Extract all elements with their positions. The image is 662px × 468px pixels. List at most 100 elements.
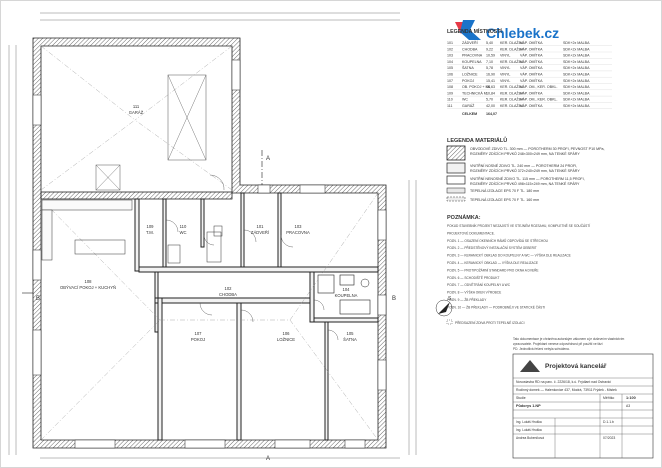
- room-legend-cell-no: 111: [447, 104, 452, 108]
- name-3: Andrea Bubeníková: [516, 436, 544, 440]
- room-label-study-no: 103: [295, 224, 303, 229]
- windows: [32, 59, 387, 449]
- room-legend-cell-area: 5,78: [486, 66, 493, 70]
- room-legend-cell-name: CHODBA: [462, 47, 478, 51]
- bathroom-toilet: [360, 278, 370, 288]
- note-line: POZN. 6 — SCHODIŠTĚ PRODUKT: [447, 275, 499, 280]
- room-label-wc-no: 110: [180, 224, 187, 229]
- room-label-loznice-no: 106: [283, 331, 291, 336]
- room-legend-cell-floor: VINYL: [500, 73, 510, 77]
- note-line: POZN. 4 — KERAMICKÝ OBKLAD — VÝŠKA DLE R…: [447, 260, 538, 265]
- room-legend-cell-wall: VÁP. OMÍTKA: [520, 60, 543, 64]
- bathroom-tub: [339, 299, 371, 315]
- material-3-line1: VNITŘNÍ NENOSNÉ ZDIVO TL. 115 mm — POROT…: [470, 176, 585, 181]
- room-legend-cell-floor: KER. DLAŽBA: [500, 46, 524, 51]
- room-legend-cell-wall: VÁP. OMÍTKA: [520, 47, 543, 51]
- room-legend-cell-floor: VINYL: [500, 54, 510, 58]
- disclaimer-line-3: PD. Jednotlivá řešení nebyla schválena.: [513, 347, 570, 351]
- room-label-satna: ŠATNA: [343, 337, 357, 342]
- wall-living-right: [157, 297, 163, 441]
- floor-plan: 111 GARÁŽ 108 OBÝVACÍ POKOJ + KUCHYŇ 109…: [8, 12, 417, 462]
- room-legend-cell-no: 106: [447, 73, 453, 77]
- date-value: 07/2023: [603, 436, 615, 440]
- disclaimer: Tato dokumentace je chráněna autorským z…: [513, 337, 625, 351]
- material-swatch-2: [446, 162, 466, 174]
- room-label-study: PRACOVNA: [286, 230, 310, 235]
- note-line: POKUD STAVEBNÍK PROJEKT NEZAJISTÍ VE STE…: [447, 223, 590, 228]
- notes: POZNÁMKA: POKUD STAVEBNÍK PROJEKT NEZAJI…: [446, 214, 590, 325]
- garage-hatch: [95, 164, 121, 191]
- room-label-garage-no: 111: [133, 104, 140, 109]
- room-legend-cell-no: 101: [447, 41, 453, 45]
- scale-value: 1:100: [626, 396, 636, 400]
- room-label-corridor: CHODBA: [219, 292, 237, 297]
- room-label-wc: WC: [180, 230, 187, 235]
- notes-title: POZNÁMKA:: [447, 214, 481, 221]
- room-legend-cell-name: LOŽNICE: [462, 72, 478, 77]
- wall-pokoj-loznice: [236, 302, 242, 441]
- title-block: Projektová kancelář Novostavba RD na par…: [512, 353, 654, 459]
- room-legend-cell-ceil: SDK+2x MALBA: [563, 91, 590, 95]
- room-legend-cell-area: 5,40: [486, 41, 493, 45]
- section-b-left: B: [36, 296, 40, 302]
- room-legend-cell-floor: KER. DLAŽBA: [500, 90, 524, 95]
- room-label-loznice: LOŽNICE: [277, 337, 295, 342]
- note-line: POZN. 2 — PŘEDSTĚNOVÝ INSTALAČNÍ SYSTÉM …: [447, 245, 537, 250]
- wall-bathroom: [309, 271, 315, 323]
- room-label-corridor-no: 102: [225, 286, 233, 291]
- scale-label: Měřítko: [603, 396, 614, 400]
- room-labels: 111 GARÁŽ 108 OBÝVACÍ POKOJ + KUCHYŇ 109…: [60, 104, 358, 342]
- notes-lines: POKUD STAVEBNÍK PROJEKT NEZAJISTÍ VE STE…: [447, 223, 590, 309]
- note-line: POZN. 8 — VÝŠKA OKEN VÝROBCE: [447, 290, 501, 295]
- room-label-bathroom: KOUPELNA: [335, 293, 358, 298]
- material-4-line1: TEPELNÁ IZOLACE EPS 70 F TL. 180 mm: [470, 189, 539, 193]
- room-legend-cell-name: OB. POKOJ + KK: [462, 85, 491, 89]
- room-legend-cell-ceil: SDK+2x MALBA: [563, 60, 590, 64]
- room-legend-cell-area: 42,00: [486, 104, 495, 108]
- north-arrow-icon: S: [435, 296, 453, 317]
- disclaimer-line-2: zpracovatele. Projektant nenese odpovědn…: [513, 342, 603, 346]
- material-1-line2: ROZMĚRY ZDÍCÍCH PRVKŮ 248×300×249 mm, NA…: [470, 151, 580, 156]
- room-legend-cell-no: 109: [447, 91, 453, 95]
- wall-study: [277, 192, 282, 268]
- tech-boiler: [167, 244, 181, 264]
- company-logo-icon: [520, 360, 540, 372]
- room-legend-cell-floor: KER. DLAŽBA: [500, 40, 524, 45]
- room-label-pokoj: POKOJ: [191, 337, 205, 342]
- room-legend-cell-no: 107: [447, 79, 453, 83]
- room-legend-cell-area: 5,70: [486, 98, 493, 102]
- room-legend-cell-ceil: SDK+2x MALBA: [563, 85, 590, 89]
- part: Studie: [516, 396, 526, 400]
- room-legend-cell-name: PRACOVNA: [462, 54, 483, 58]
- room-label-garage: GARÁŽ: [129, 110, 144, 115]
- kitchen-counter-side: [41, 209, 53, 261]
- wall-wc: [162, 198, 167, 268]
- room-label-living-no: 108: [85, 279, 93, 284]
- room-legend-cell-no: 104: [447, 60, 453, 64]
- logo-text: Chlebek.cz: [486, 25, 559, 41]
- material-2-line2: ROZMĚRY ZDÍCÍCH PRVKŮ 372×240×249 mm, NA…: [470, 168, 580, 173]
- bathroom-shower: [317, 274, 335, 294]
- room-legend-cell-area: 7,10: [486, 60, 493, 64]
- room-legend-total-value: 164,07: [486, 112, 497, 116]
- wc-toilet: [213, 225, 223, 237]
- note-symbol: [446, 319, 453, 325]
- room-legend-cell-wall: VÁP. OMÍTKA: [520, 41, 543, 45]
- format-value: A3: [626, 404, 630, 408]
- material-swatch-5: [446, 196, 466, 202]
- room-legend-total-label: CELKEM: [462, 112, 477, 116]
- room-legend-cell-name: POKOJ: [462, 79, 474, 83]
- wall-corridor: [138, 266, 379, 273]
- room-legend-cell-ceil: SDK+2x MALBA: [563, 41, 590, 45]
- kitchen-counter: [41, 199, 133, 211]
- room-legend-cell-no: 102: [447, 47, 453, 51]
- materials-legend: LEGENDA MATERIÁLŮ OBVODOVÉ ZDIVO TL. 300…: [446, 136, 604, 202]
- wall-garage: [40, 191, 233, 200]
- section-marks: A A B B: [22, 150, 396, 462]
- material-1-line1: OBVODOVÉ ZDIVO TL. 300 mm — POROTHERM 30…: [470, 146, 604, 151]
- material-5-line1: TEPELNÁ IZOLACE EPS 70 F TL. 160 mm: [470, 198, 539, 202]
- name-1: Ing. Lukáš Hruška: [516, 420, 542, 424]
- company-logo: Chlebek.cz: [455, 20, 559, 41]
